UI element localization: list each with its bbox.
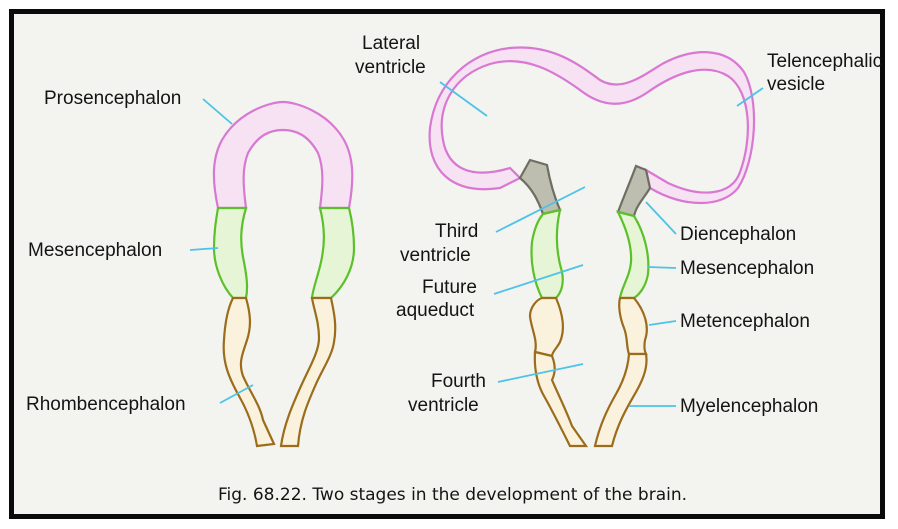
label-telencephalic-vesicle-line2: vesicle (767, 74, 825, 95)
telencephalic-vesicle-wall (430, 47, 754, 203)
myelencephalon-wall-right (595, 354, 647, 446)
right-mesencephalon-wall-right (618, 212, 648, 298)
leader-diencephalon (646, 202, 676, 234)
label-diencephalon: Diencephalon (680, 224, 796, 245)
figure-caption: Fig. 68.22. Two stages in the developmen… (218, 485, 687, 505)
label-fourth-ventricle-line2: ventricle (408, 395, 479, 416)
left-prosencephalon-wall (214, 102, 352, 208)
leader-metencephalon (649, 321, 676, 325)
label-telencephalic-vesicle-line1: Telencephalic (767, 51, 882, 72)
diencephalon-right (618, 166, 650, 216)
left-rhombencephalon-wall-right (281, 298, 335, 446)
leader-prosencephalon (203, 99, 232, 124)
metencephalon-wall-right (619, 298, 647, 354)
metencephalon-wall-left (530, 298, 563, 356)
label-future-aqueduct-line2: aqueduct (396, 300, 475, 321)
label-fourth-ventricle-line1: Fourth (431, 371, 486, 392)
label-mesencephalon-right: Mesencephalon (680, 258, 814, 279)
diencephalon-left (520, 160, 560, 214)
label-rhombencephalon: Rhombencephalon (26, 394, 186, 415)
label-lateral-ventricle-line2: ventricle (355, 57, 426, 78)
label-lateral-ventricle-line1: Lateral (362, 33, 420, 54)
label-myelencephalon: Myelencephalon (680, 396, 818, 417)
right-mesencephalon-wall-left (531, 210, 562, 298)
leader-mesencephalon-right (648, 267, 676, 268)
myelencephalon-wall-left (535, 352, 586, 446)
left-rhombencephalon-wall-left (224, 298, 274, 446)
label-prosencephalon: Prosencephalon (44, 88, 181, 109)
label-metencephalon: Metencephalon (680, 311, 810, 332)
label-third-ventricle-line1: Third (435, 221, 478, 242)
left-mesencephalon-wall-right (312, 208, 354, 298)
label-future-aqueduct-line1: Future (422, 277, 477, 298)
label-third-ventricle-line2: ventricle (400, 245, 471, 266)
label-mesencephalon-left: Mesencephalon (28, 240, 162, 261)
left-mesencephalon-wall-left (214, 208, 247, 298)
